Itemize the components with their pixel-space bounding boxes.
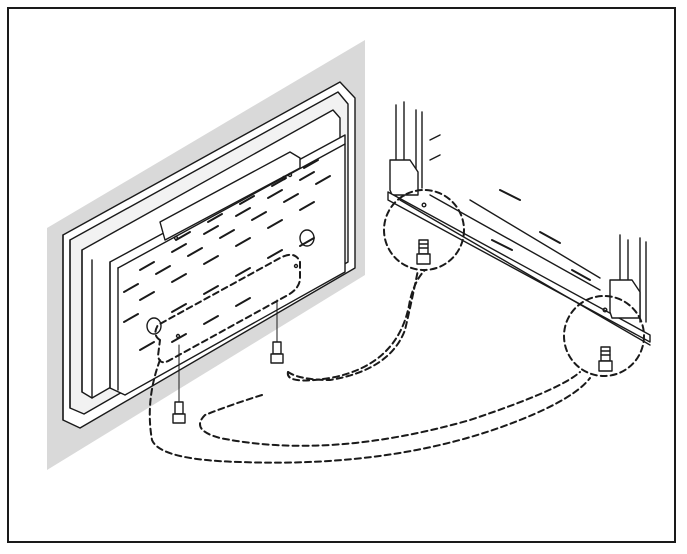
screw-stand-right	[598, 346, 613, 372]
callout-circle-right	[563, 295, 645, 377]
stand-frame	[387, 101, 651, 346]
dashed-path-top-link	[287, 269, 419, 381]
screw-stand-left	[416, 239, 431, 265]
dashed-path-lower	[148, 359, 591, 464]
screw-plate-upper	[270, 299, 284, 364]
dashed-path-middle	[199, 371, 581, 447]
plate-callout-box	[154, 253, 301, 364]
mounting-plate	[109, 134, 346, 396]
screw-plate-lower	[172, 344, 186, 424]
